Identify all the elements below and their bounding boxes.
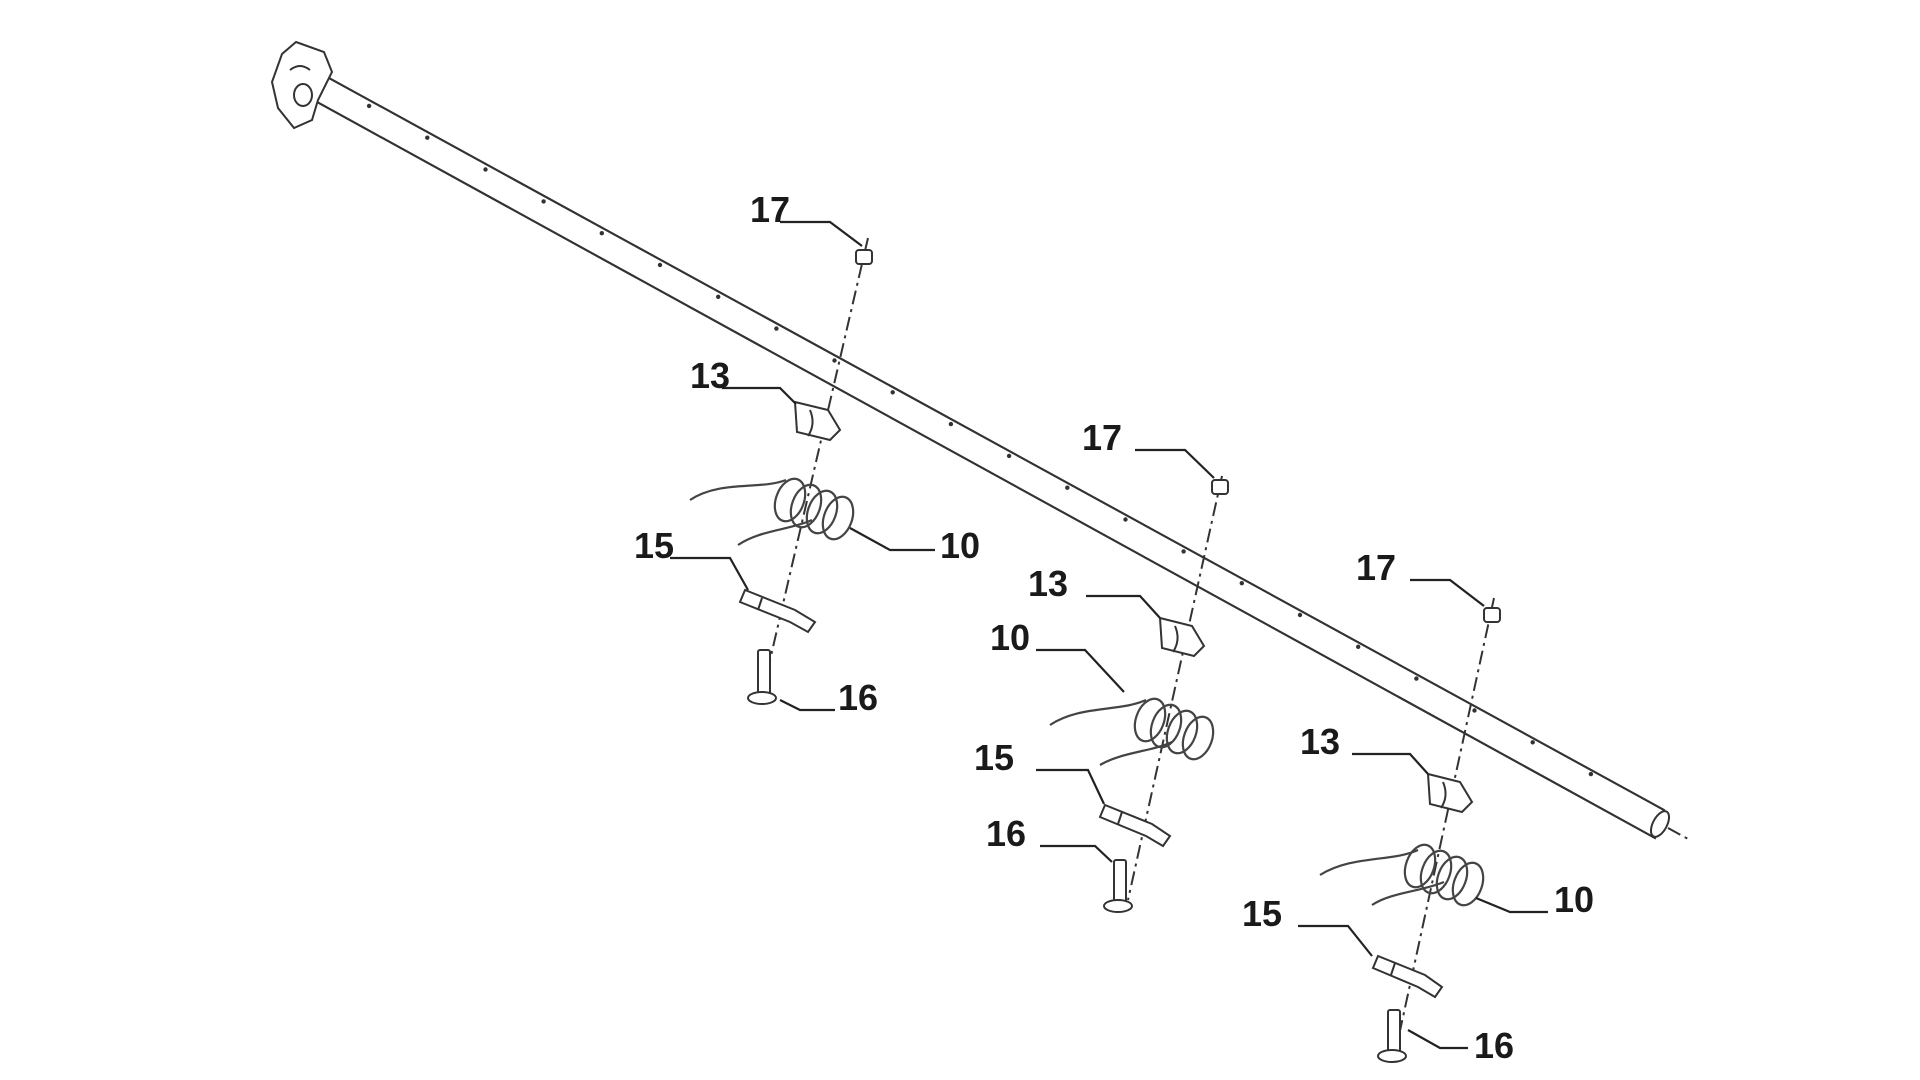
shaft-hole	[366, 103, 372, 109]
shaft-hole	[774, 326, 779, 331]
assembly-1: 17 13 10 15 16	[634, 189, 980, 718]
shaft-hole	[483, 167, 488, 172]
bolt-16	[1103, 859, 1133, 913]
sleeve-15	[1371, 954, 1444, 999]
shaft-hole	[541, 199, 546, 204]
callout-17: 17	[1356, 547, 1396, 588]
shaft-hole	[657, 262, 663, 268]
shaft-hole	[1356, 644, 1361, 649]
assembly-3: 17 13 10 15 16	[1242, 547, 1594, 1066]
shaft-hole	[599, 231, 604, 236]
shaft-hole	[1297, 612, 1303, 618]
torsion-spring-10	[1319, 843, 1485, 907]
shaft-hole	[832, 358, 837, 363]
shaft-hole	[1530, 740, 1535, 745]
shaft-hole	[1123, 517, 1128, 522]
callout-16: 16	[986, 813, 1026, 854]
shaft-hole	[1588, 771, 1594, 777]
shaft-hole	[716, 294, 721, 299]
shaft-holes	[366, 103, 1594, 777]
callout-15: 15	[1242, 893, 1282, 934]
callout-15: 15	[974, 737, 1014, 778]
bolt-16	[747, 649, 777, 705]
callout-17: 17	[1082, 417, 1122, 458]
callout-13: 13	[1300, 721, 1340, 762]
mounting-flange	[270, 40, 334, 130]
clamp-13	[1158, 616, 1206, 658]
torsion-spring-10	[1049, 697, 1215, 766]
sleeve-15	[1098, 803, 1172, 848]
callout-17: 17	[750, 189, 790, 230]
nut-17	[1483, 607, 1501, 623]
callout-13: 13	[1028, 563, 1068, 604]
shaft-hole	[1181, 549, 1186, 554]
callout-15: 15	[634, 525, 674, 566]
nut-17	[1211, 479, 1229, 495]
bolt-16	[1377, 1009, 1407, 1063]
shaft-hole	[890, 390, 895, 395]
callout-16: 16	[838, 677, 878, 718]
assembly-2: 17 13 10 15 16	[974, 417, 1229, 913]
nut-17	[855, 249, 873, 265]
callout-16: 16	[1474, 1025, 1514, 1066]
sleeve-15	[738, 588, 817, 634]
shaft-hole	[1239, 581, 1245, 586]
torsion-spring-10	[689, 477, 855, 546]
shaft-hole	[948, 421, 954, 427]
shaft-hole	[1006, 453, 1012, 459]
clamp-13	[793, 400, 842, 442]
tine-bar-shaft	[306, 70, 1691, 841]
callout-13: 13	[690, 355, 730, 396]
callout-10: 10	[940, 525, 980, 566]
callout-10: 10	[990, 617, 1030, 658]
shaft-hole	[425, 135, 430, 140]
shaft-hole	[1414, 676, 1419, 681]
callout-10: 10	[1554, 879, 1594, 920]
shaft-hole	[1065, 485, 1070, 490]
clamp-13	[1426, 772, 1474, 814]
shaft-hole	[1472, 708, 1477, 713]
